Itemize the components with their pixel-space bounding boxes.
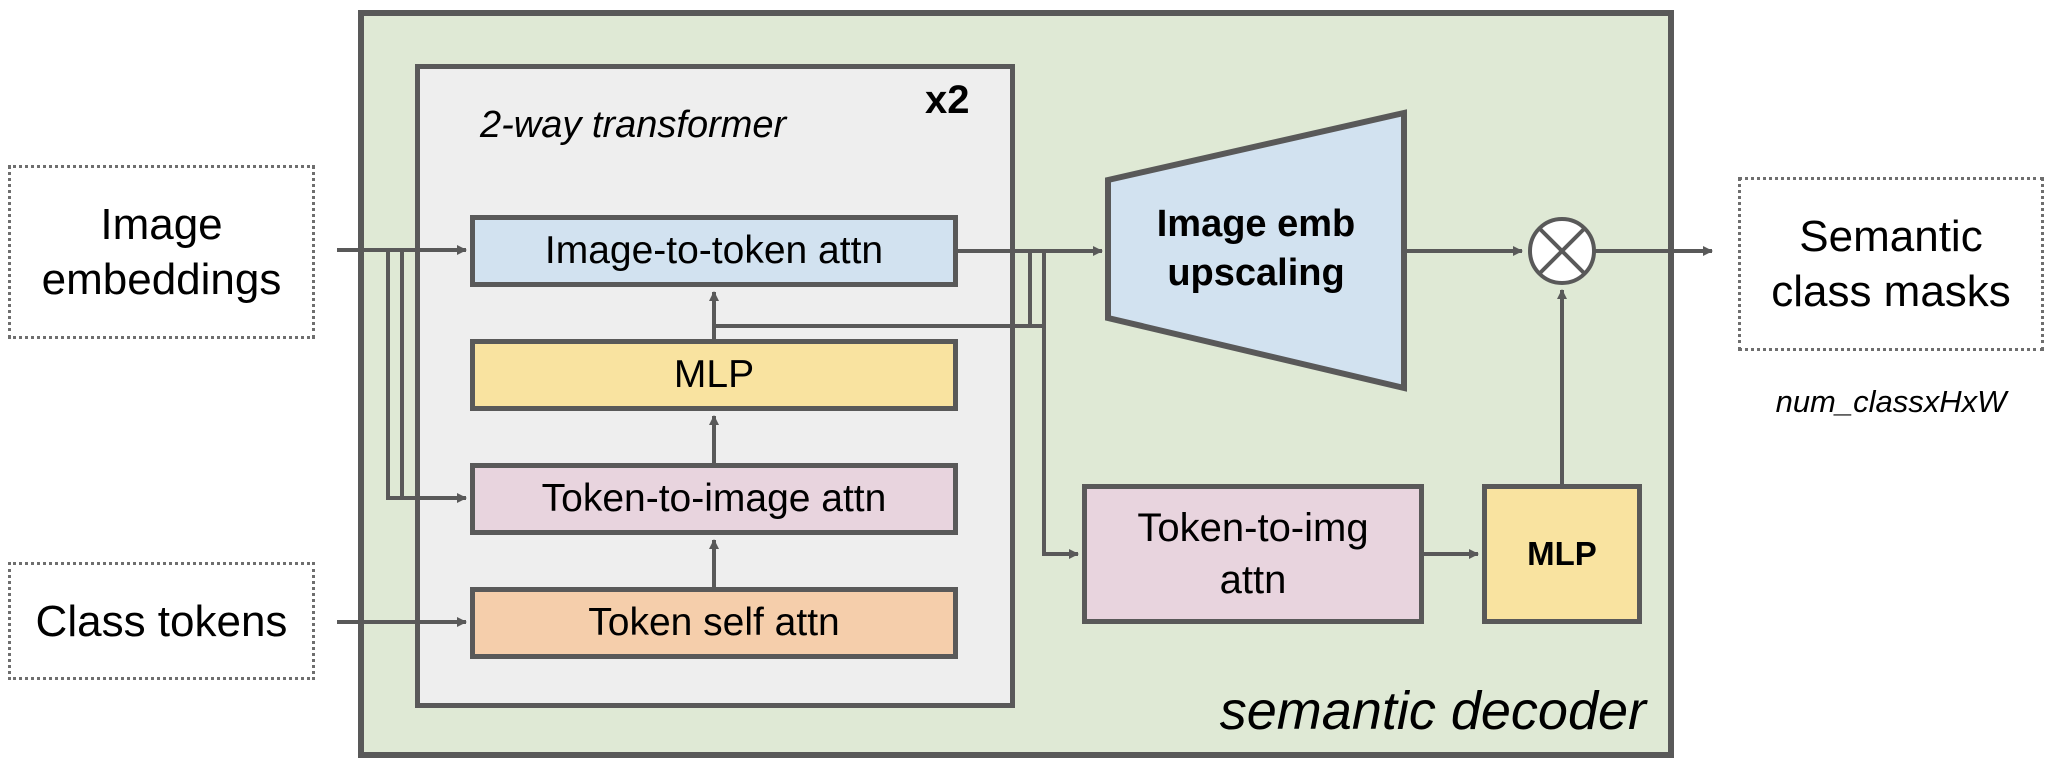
image-to-token-attn-block: Image-to-token attn <box>470 215 958 287</box>
image-embeddings-input: Image embeddings <box>8 165 315 339</box>
final-mlp-block: MLP <box>1482 484 1642 624</box>
class-tokens-input: Class tokens <box>8 562 315 680</box>
image-emb-upscaling-shape <box>1105 109 1407 392</box>
final-token-to-img-attn-block: Token-to-img attn <box>1082 484 1424 624</box>
circle-times-icon <box>1528 217 1596 285</box>
arrow-to-final-attn <box>1042 251 1079 559</box>
transformer-repeat-label: x2 <box>925 78 970 122</box>
semantic-class-masks-output: Semantic class masks <box>1738 177 2044 351</box>
token-to-image-attn-block: Token-to-image attn <box>470 463 958 535</box>
output-shape-label: num_classxHxW <box>1775 384 2007 419</box>
token-self-attn-block: Token self attn <box>470 587 958 659</box>
image-emb-upscaling-label: Image emb upscaling <box>1156 203 1356 295</box>
transformer-title: 2-way transformer <box>480 104 787 146</box>
arrow-image-emb-to-t2i-a <box>386 250 467 503</box>
semantic-decoder-label: semantic decoder <box>1219 681 1646 741</box>
transformer-mlp-block: MLP <box>470 339 958 411</box>
